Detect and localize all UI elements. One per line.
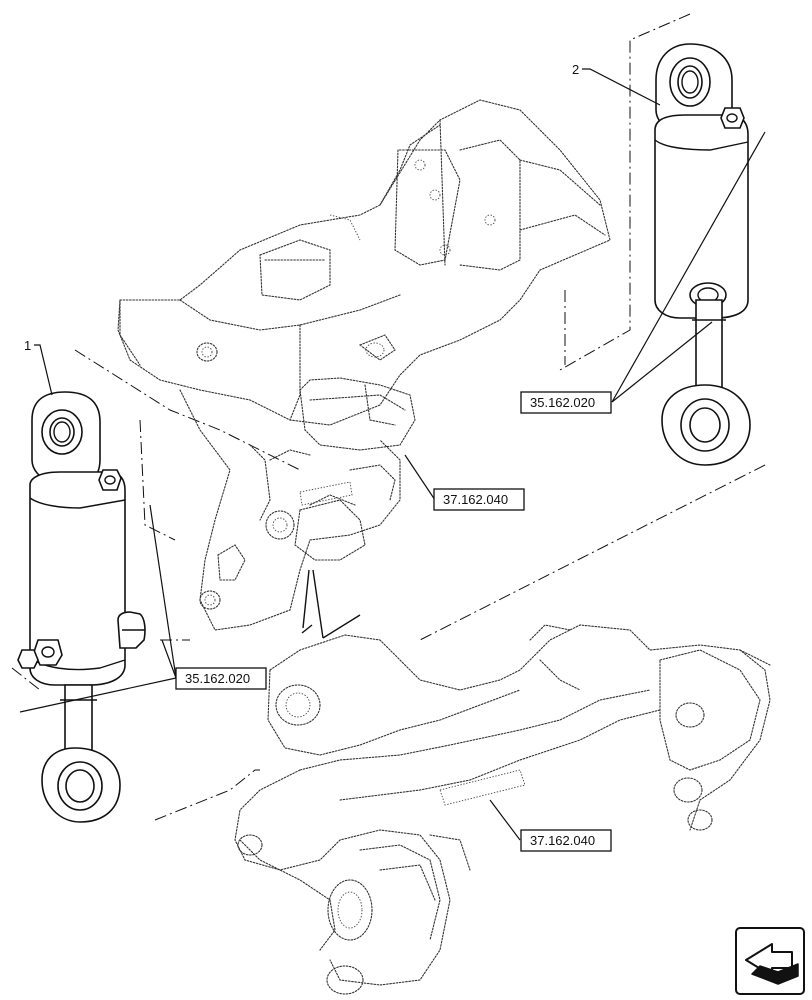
axle-beam	[234, 624, 771, 995]
reference-upper-right-cylinder[interactable]: 35.162.020	[520, 391, 612, 414]
reference-trunnion-bracket[interactable]: 37.162.040	[433, 488, 525, 511]
pivot-alignment-lines	[301, 569, 361, 639]
reference-axle-beam[interactable]: 37.162.040	[520, 829, 612, 852]
reference-lower-left-cylinder[interactable]: 35.162.020	[175, 667, 267, 690]
item-number-2: 2	[572, 62, 579, 77]
reference-leaders	[19, 131, 766, 841]
ref-label-37-162-040-upper[interactable]: 37.162.040	[443, 492, 508, 507]
ref-label-35-162-020-upper[interactable]: 35.162.020	[530, 395, 595, 410]
hydraulic-cylinder-item-2	[654, 43, 751, 466]
trunnion-bracket-housing	[117, 99, 611, 631]
assembly-centerlines	[11, 13, 766, 821]
callout-item-1: 1	[24, 338, 53, 396]
ref-label-37-162-040-lower[interactable]: 37.162.040	[530, 833, 595, 848]
arrow-navigation-icon[interactable]	[735, 927, 805, 995]
callout-item-2: 2	[572, 62, 661, 106]
item-number-1: 1	[24, 338, 31, 353]
ref-label-35-162-020-lower[interactable]: 35.162.020	[185, 671, 250, 686]
hydraulic-cylinder-item-1	[17, 391, 146, 823]
